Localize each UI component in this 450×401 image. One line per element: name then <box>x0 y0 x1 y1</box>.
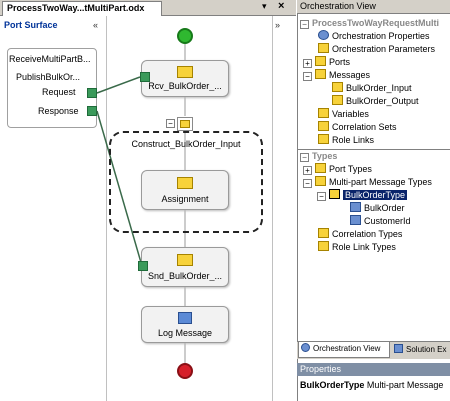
message-icon <box>332 82 343 92</box>
tree-item-role-links[interactable]: Role Links <box>318 134 374 147</box>
end-shape[interactable] <box>177 363 193 379</box>
document-tab[interactable]: ProcessTwoWay...tMultiPart.odx <box>2 1 162 16</box>
expand-icon[interactable]: + <box>303 166 312 175</box>
flow-connectors <box>96 44 186 363</box>
tree-item-correlation-sets[interactable]: Correlation Sets <box>318 121 397 134</box>
assignment-icon <box>177 177 193 189</box>
tree-item-port-types[interactable]: +Port Types <box>303 163 372 176</box>
selected-tree-label: BulkOrderType <box>343 190 408 200</box>
log-message-shape[interactable]: Log Message <box>141 306 229 343</box>
folder-icon <box>318 241 329 251</box>
tree-item-correlation-types[interactable]: Correlation Types <box>318 228 402 241</box>
collapse-icon[interactable]: − <box>300 20 309 29</box>
tree-item-ports[interactable]: +Ports <box>303 56 350 69</box>
construct-collapse-icon[interactable]: − <box>166 119 175 128</box>
properties-object-selector[interactable]: BulkOrderType Multi-part Message <box>297 378 450 392</box>
collapse-icon[interactable]: − <box>317 192 326 201</box>
orchestration-view-icon <box>301 343 310 352</box>
close-icon[interactable]: × <box>278 0 285 12</box>
tree-root-orchestration[interactable]: −ProcessTwoWayRequestMulti <box>300 17 450 30</box>
tree-item-messages[interactable]: −Messages <box>303 69 370 82</box>
collapse-icon[interactable]: − <box>303 72 312 81</box>
message-icon <box>332 95 343 105</box>
assignment-shape-label: Assignment <box>161 194 209 204</box>
collapse-port-surface-icon[interactable]: « <box>93 20 99 30</box>
folder-icon <box>318 43 329 53</box>
tree-item-customerid-part[interactable]: CustomerId <box>350 215 411 228</box>
folder-icon <box>318 228 329 238</box>
construct-shape-label: Construct_BulkOrder_Input <box>131 139 241 149</box>
tree-item-bulkordertype[interactable]: − BulkOrderType <box>317 189 408 202</box>
tree-item-role-link-types[interactable]: Role Link Types <box>318 241 396 254</box>
types-separator <box>297 149 450 150</box>
send-shape[interactable]: Snd_BulkOrder_... <box>141 247 229 287</box>
port-operation: PublishBulkOr... <box>16 72 81 82</box>
part-icon <box>350 202 361 212</box>
request-pin[interactable] <box>87 88 97 98</box>
gear-icon <box>318 30 329 40</box>
log-message-label: Log Message <box>157 328 213 338</box>
receive-connector <box>96 76 141 94</box>
folder-icon <box>315 176 326 186</box>
properties-object-type: Multi-part Message <box>366 380 444 390</box>
start-shape[interactable] <box>177 28 193 44</box>
send-envelope-icon <box>177 254 193 266</box>
port-name: ReceiveMultiPartB... <box>9 54 91 64</box>
properties-object-name: BulkOrderType <box>300 380 365 390</box>
folder-icon <box>318 134 329 144</box>
send-shape-pin[interactable] <box>138 261 148 271</box>
tree-item-variables[interactable]: Variables <box>318 108 369 121</box>
folder-icon <box>315 56 326 66</box>
orchestration-view-pane <box>297 0 450 401</box>
assignment-shape[interactable]: Assignment <box>141 170 229 210</box>
message-type-icon <box>329 189 340 199</box>
receive-shape-pin[interactable] <box>140 72 150 82</box>
tree-root-types[interactable]: −Types <box>300 150 337 163</box>
send-connector <box>96 110 143 267</box>
port-response-label: Response <box>38 106 79 116</box>
folder-icon <box>315 163 326 173</box>
window-position-arrow-icon[interactable]: ▾ <box>262 1 267 11</box>
collapse-icon[interactable]: − <box>300 153 309 162</box>
canvas-right-margin <box>272 16 296 401</box>
port-surface-label: Port Surface <box>4 20 58 30</box>
expression-icon <box>178 312 192 324</box>
receive-shape-label: Rcv_BulkOrder_... <box>148 81 222 91</box>
construct-message-scope[interactable] <box>109 131 263 233</box>
construct-message-icon[interactable] <box>177 117 193 131</box>
tree-item-bulkorder-part[interactable]: BulkOrder <box>350 202 405 215</box>
folder-icon <box>315 69 326 79</box>
port-shape[interactable] <box>7 48 97 128</box>
properties-title: Properties <box>297 363 450 376</box>
folder-icon <box>318 108 329 118</box>
receive-shape[interactable]: Rcv_BulkOrder_... <box>141 60 229 97</box>
port-request-label: Request <box>42 87 76 97</box>
tree-item-orchestration-parameters[interactable]: Orchestration Parameters <box>318 43 435 56</box>
part-icon <box>350 215 361 225</box>
response-pin[interactable] <box>87 106 97 116</box>
tree-item-bulkorder-input[interactable]: BulkOrder_Input <box>332 82 412 95</box>
expand-icon[interactable]: + <box>303 59 312 68</box>
tree-item-orchestration-properties[interactable]: Orchestration Properties <box>318 30 430 43</box>
tab-orchestration-view[interactable]: Orchestration View <box>298 342 390 358</box>
receive-envelope-icon <box>177 66 193 78</box>
solution-explorer-icon <box>394 344 403 353</box>
tree-item-multipart-message-types[interactable]: −Multi-part Message Types <box>303 176 432 189</box>
send-shape-label: Snd_BulkOrder_... <box>147 271 223 281</box>
port-surface-divider <box>106 16 107 401</box>
expand-icon[interactable]: » <box>275 20 281 30</box>
tree-item-bulkorder-output[interactable]: BulkOrder_Output <box>332 95 419 108</box>
collapse-icon[interactable]: − <box>303 179 312 188</box>
folder-icon <box>318 121 329 131</box>
tab-solution-explorer[interactable]: Solution Ex <box>391 343 450 357</box>
orchestration-view-title: Orchestration View <box>297 0 450 14</box>
